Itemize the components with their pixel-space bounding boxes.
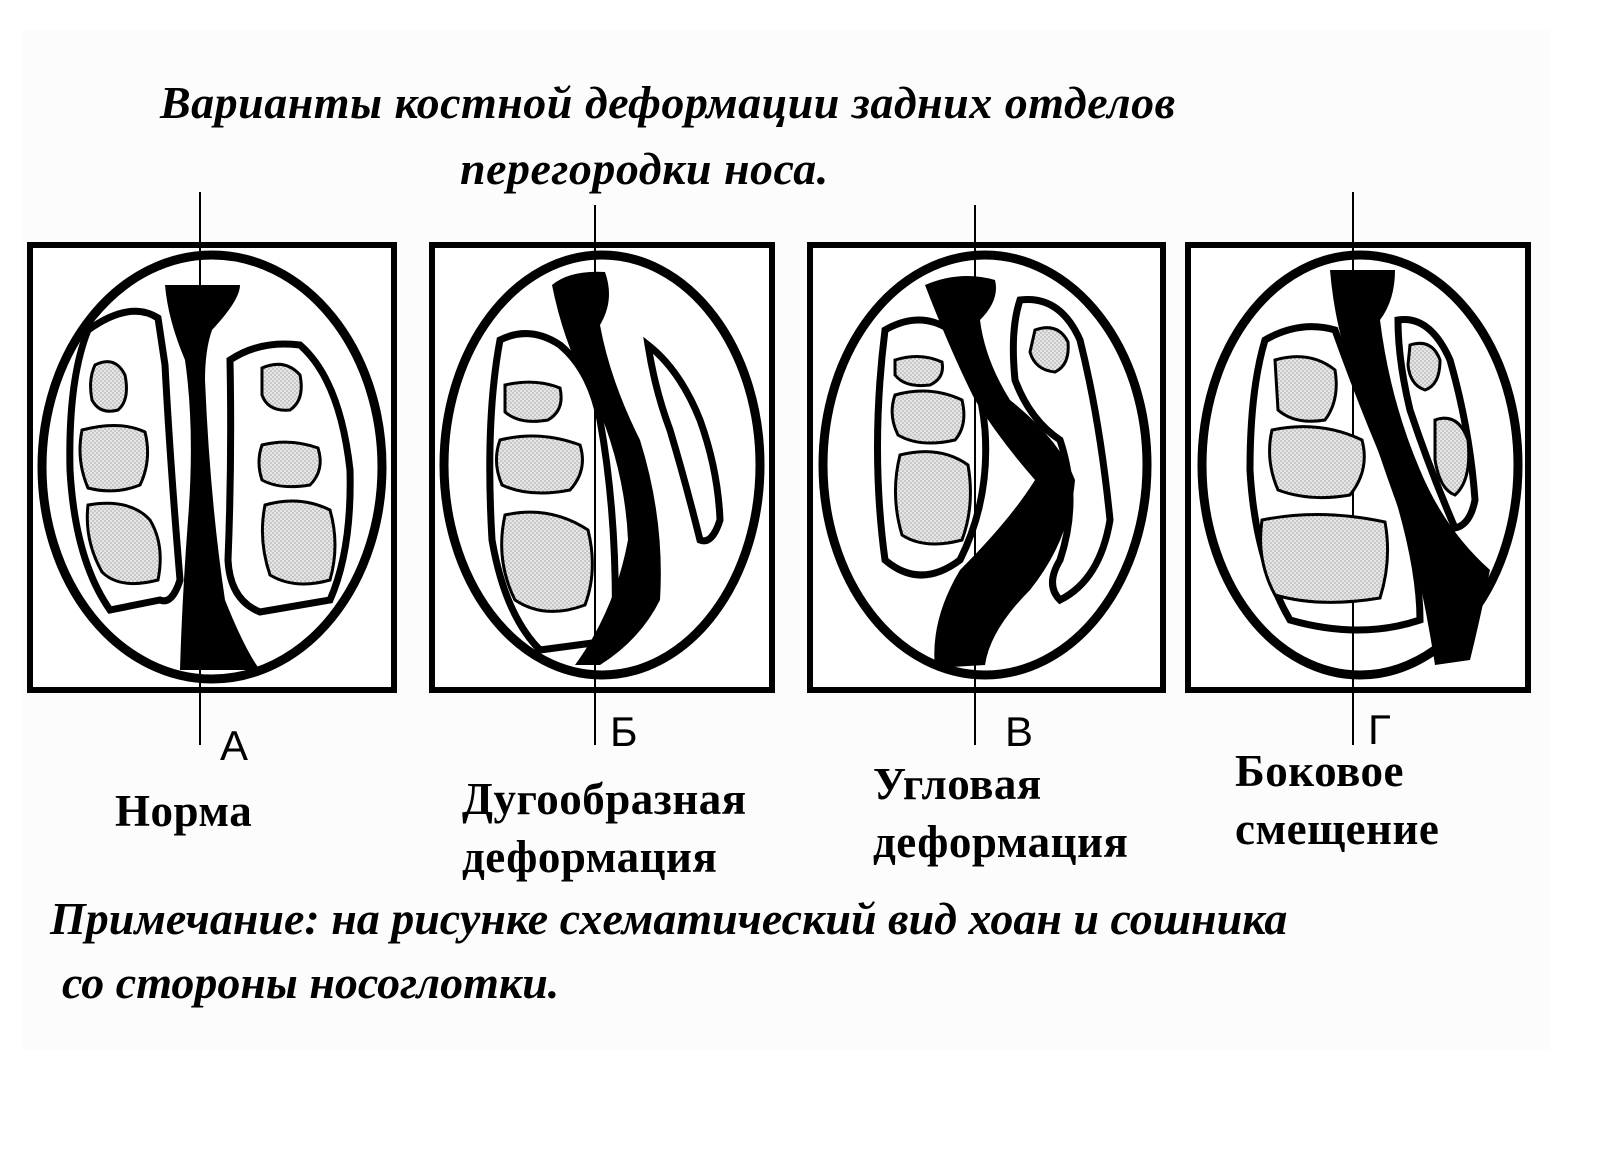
panel-a-caption-line1: Норма (115, 786, 253, 836)
panel-b-caption: Дугообразная деформация (462, 770, 747, 886)
panel-a-caption: Норма (115, 782, 252, 840)
panel-b-nasopharynx-outline (439, 250, 765, 680)
panel-d-lateral (1185, 192, 1531, 745)
panel-c-vomer (925, 276, 1075, 668)
panel-b-caption-line2: деформация (462, 832, 718, 882)
panel-a-left-turbinate-3 (85, 501, 162, 586)
panel-c-caption-line2: деформация (873, 817, 1129, 867)
panel-b-right-choana (643, 336, 724, 545)
panel-d-left-turbinate-2 (1268, 425, 1366, 500)
panel-c-letter: В (1005, 708, 1034, 755)
panel-a-letter: А (220, 722, 249, 769)
panel-d-vomer (1330, 270, 1490, 665)
panel-c-left-turbinate-3 (894, 450, 972, 546)
panel-b-letter: Б (610, 708, 638, 755)
panel-a-right-turbinate-3 (260, 499, 337, 586)
panel-b-caption-line1: Дугообразная (462, 774, 747, 824)
panel-d-caption-line2: смещение (1235, 804, 1440, 854)
panel-d-letter: Г (1368, 706, 1391, 753)
panel-a-normal (27, 192, 397, 745)
panel-a-nasopharynx-outline (37, 250, 387, 684)
panel-a-right-turbinate-1 (260, 362, 303, 412)
panel-d-right-turbinate-1 (1406, 341, 1442, 392)
panel-c-caption: Угловая деформация (873, 755, 1128, 871)
panel-b-vomer (552, 271, 661, 665)
panel-d-caption-line1: Боковое (1235, 746, 1404, 796)
panel-a-left-turbinate-2 (78, 423, 150, 493)
panel-c-left-turbinate-1 (893, 355, 944, 387)
panel-d-nasopharynx-outline (1197, 250, 1523, 680)
panel-a-vomer (165, 285, 260, 670)
panel-b-left-turbinate-1 (503, 380, 563, 423)
figure-title-line2: перегородки носа. (460, 143, 829, 194)
panel-d-left-choana (1246, 323, 1424, 634)
panel-c-caption-line1: Угловая (873, 759, 1042, 809)
panel-a-left-choana (66, 307, 184, 614)
panel-b-left-turbinate-2 (495, 434, 584, 495)
panel-b-arched (429, 205, 775, 745)
panel-a-left-turbinate-1 (89, 360, 128, 413)
panel-a-right-choana (224, 340, 354, 616)
panel-d-right-choana (1394, 316, 1479, 532)
panel-b-left-turbinate-3 (500, 510, 594, 613)
panel-c-right-choana (1009, 296, 1114, 605)
panel-d-right-turbinate-2 (1433, 416, 1471, 497)
panel-a-right-turbinate-2 (257, 440, 322, 489)
panel-c-left-turbinate-2 (890, 389, 966, 445)
panel-d-caption: Боковое смещение (1235, 742, 1439, 858)
figure-title-line1: Варианты костной деформации задних отдел… (160, 77, 1176, 128)
figure-note-line2: со стороны носоглотки. (62, 957, 560, 1008)
panel-c-angular (807, 205, 1166, 745)
panel-d-left-turbinate-3 (1259, 513, 1390, 604)
panel-c-right-turbinate-1 (1028, 326, 1070, 374)
panel-d-left-turbinate-1 (1273, 355, 1338, 423)
panel-c-nasopharynx-outline (818, 250, 1152, 680)
figure-note-line1: Примечание: на рисунке схематический вид… (50, 893, 1288, 944)
